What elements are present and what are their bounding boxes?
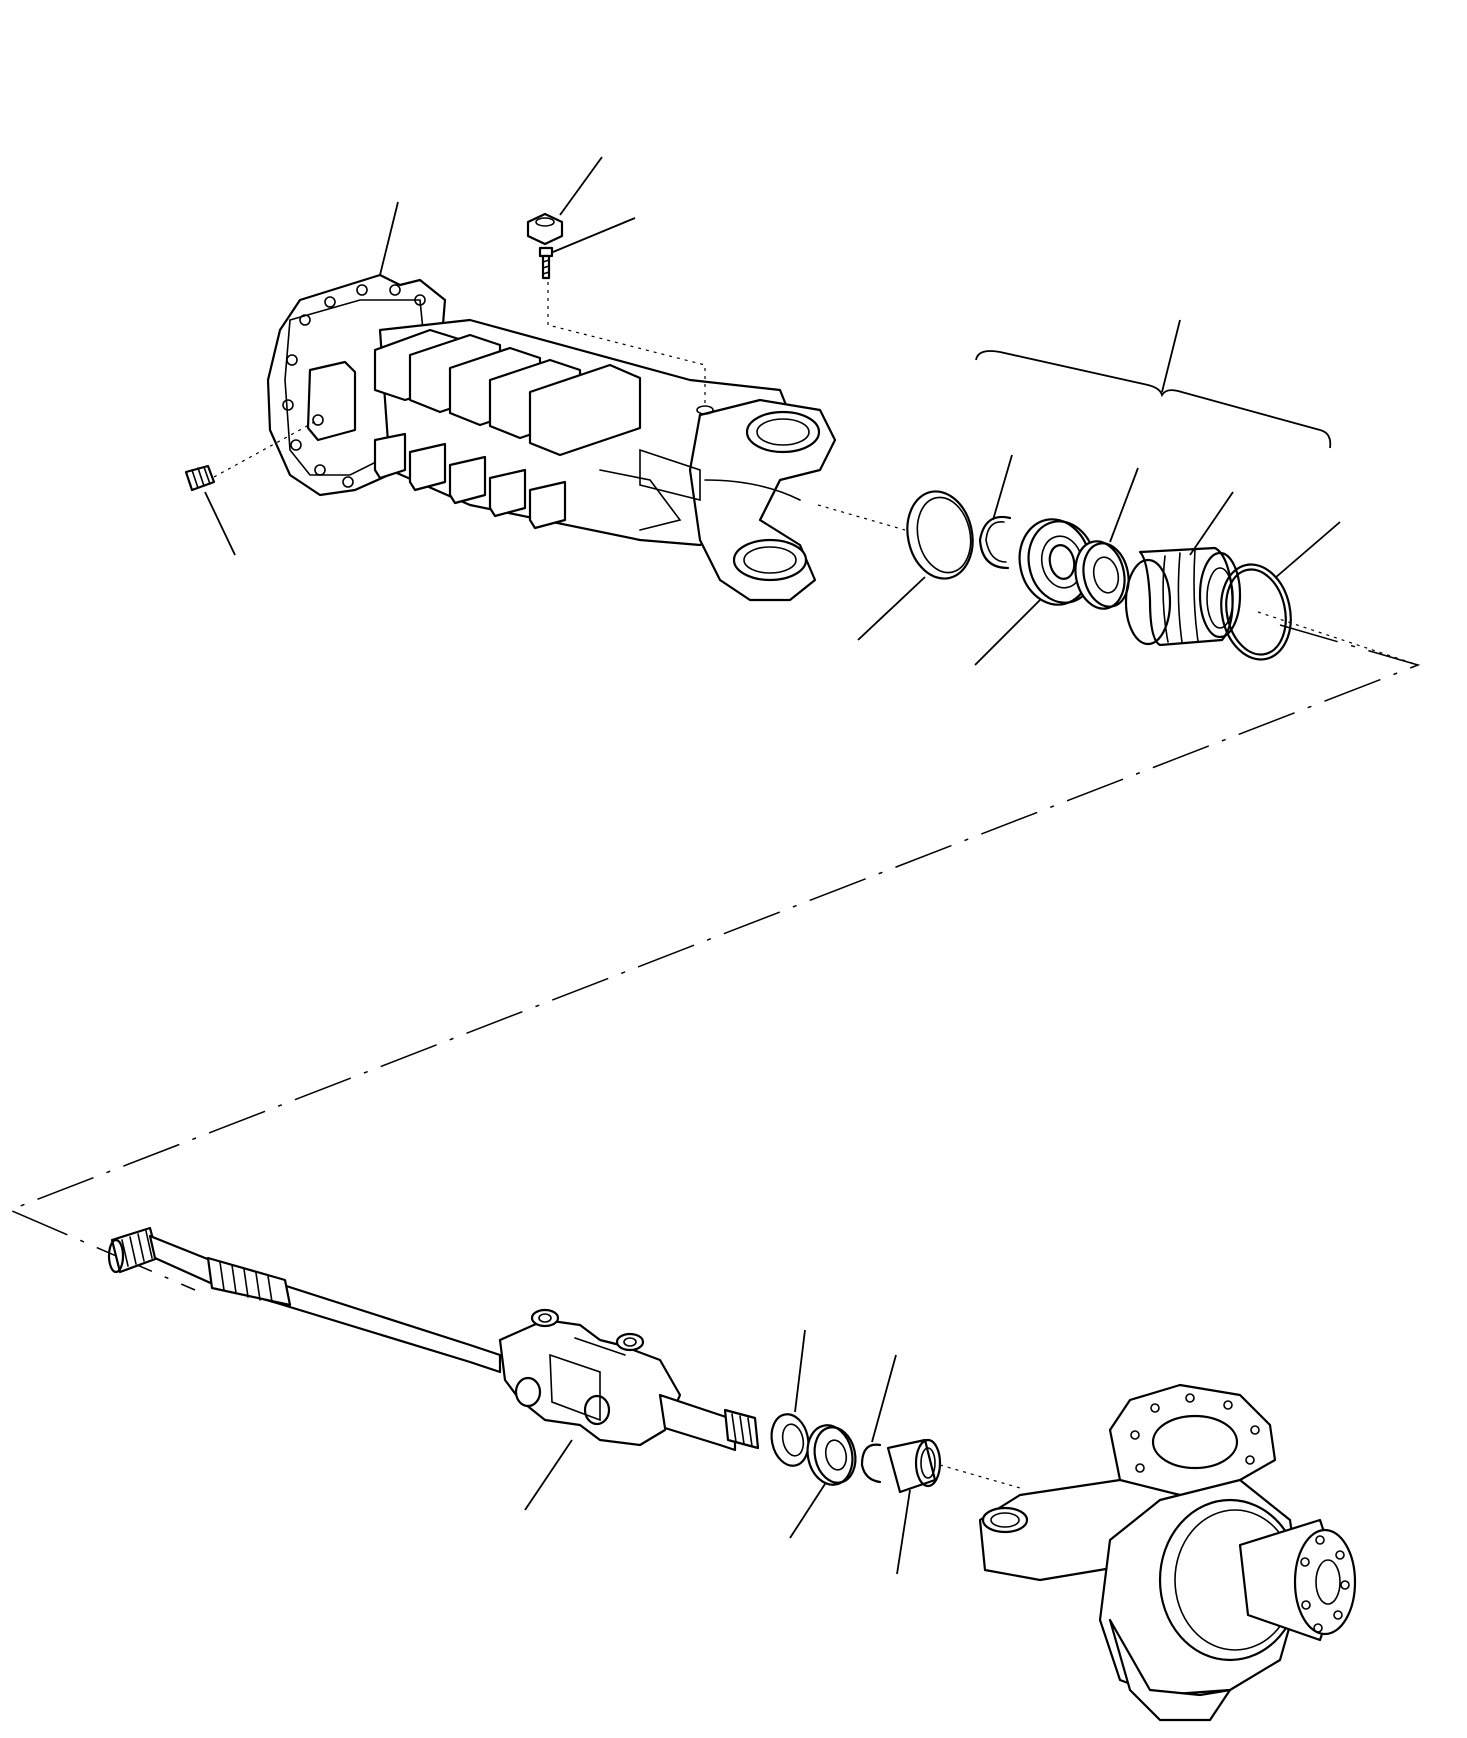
circlip — [978, 454, 1013, 570]
bolt — [538, 217, 706, 405]
axle-housing — [266, 273, 837, 602]
snap-ring — [857, 490, 974, 641]
steering-knuckle — [978, 1383, 1357, 1722]
retaining-clip — [860, 1354, 897, 1484]
universal-joint — [498, 1308, 760, 1511]
housing-leader — [379, 201, 399, 276]
assembly-centerline — [8, 624, 1421, 1291]
oil-seal — [789, 1424, 857, 1539]
seal-bushing — [1124, 491, 1242, 647]
housing-fins — [373, 328, 642, 530]
axle-shaft — [107, 1226, 502, 1374]
kit-bracket — [975, 350, 1332, 449]
ball-bearing — [974, 518, 1097, 666]
nut — [526, 156, 603, 246]
needle-bearing — [886, 1438, 942, 1575]
thrust-washer — [770, 1329, 810, 1467]
spacer — [1074, 467, 1139, 610]
fill-plug — [184, 419, 319, 556]
o-ring — [1220, 521, 1341, 661]
